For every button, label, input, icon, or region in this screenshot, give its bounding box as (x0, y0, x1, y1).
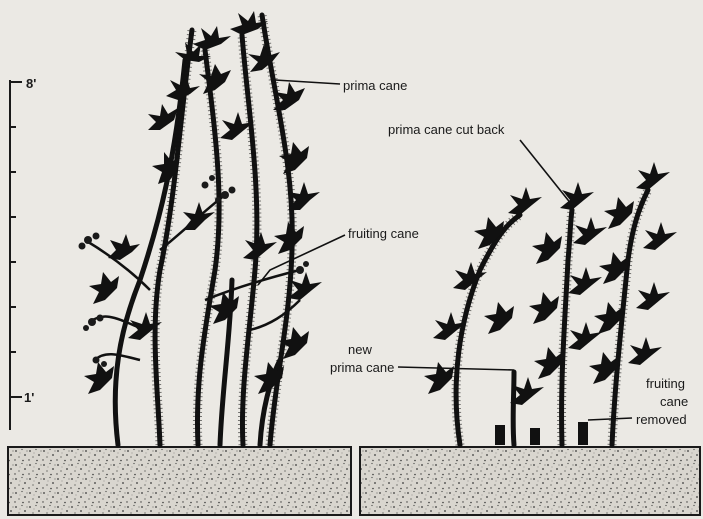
label-fruiting-cane: fruiting cane (348, 226, 419, 241)
height-scale (10, 80, 22, 430)
scale-bottom-label: 1' (24, 390, 34, 405)
cane-5 (242, 35, 257, 445)
label-fruiting-cane-removed-2: cane (660, 394, 688, 409)
label-fruiting-cane-removed-1: fruiting (646, 376, 685, 391)
label-new-prima-cane-2: prima cane (330, 360, 394, 375)
cane-3 (197, 50, 219, 445)
label-fruiting-cane-removed-3: removed (636, 412, 687, 427)
new-prima-cane (513, 372, 514, 445)
label-prima-cane-cut-back: prima cane cut back (388, 122, 505, 137)
soil-left (8, 447, 351, 515)
cut-stubs (495, 422, 588, 445)
berry-clusters (79, 175, 310, 367)
label-prima-cane: prima cane (343, 78, 407, 93)
scale-top-label: 8' (26, 76, 36, 91)
soil-right (360, 447, 700, 515)
label-new-prima-cane-1: new (348, 342, 372, 357)
